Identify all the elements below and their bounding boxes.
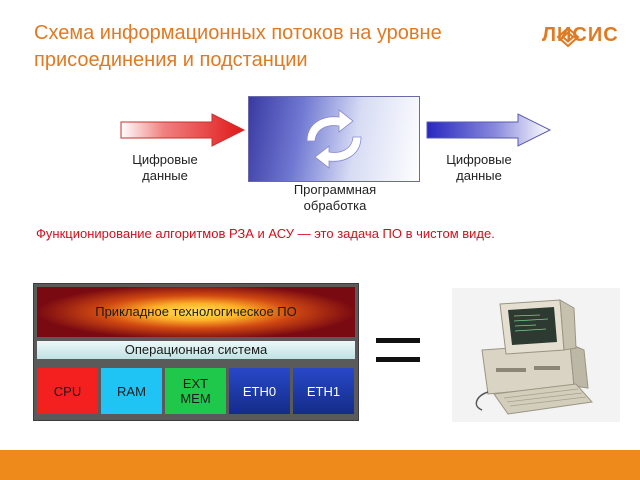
logo-mark-icon	[556, 26, 580, 48]
hardware-block-eth0: ETH0	[229, 368, 290, 414]
personal-computer-icon	[452, 288, 620, 422]
hardware-block-ram: RAM	[101, 368, 162, 414]
input-arrow-icon	[120, 113, 246, 147]
output-data-label: Цифровые данные	[446, 152, 512, 183]
os-layer: Операционная система	[37, 341, 355, 359]
processing-box	[248, 96, 420, 182]
input-data-label: Цифровые данные	[132, 152, 198, 183]
equals-icon	[376, 338, 420, 362]
slide-title: Схема информационных потоков на уровне п…	[34, 20, 494, 74]
refresh-cycle-icon	[306, 109, 362, 169]
hardware-block-ext-mem: EXT MEM	[165, 368, 226, 414]
output-arrow-icon	[426, 113, 552, 147]
processing-label: Программная обработка	[293, 182, 377, 213]
statement-text: Функционирование алгоритмов РЗА и АСУ — …	[36, 226, 495, 241]
system-stack-diagram: Прикладное технологическое ПО Операционн…	[33, 283, 359, 421]
footer-bar	[0, 450, 640, 480]
hardware-block-eth1: ETH1	[293, 368, 354, 414]
slide-title-line-2: присоединения и подстанции	[34, 49, 308, 71]
logo-text: ЛИСИС	[542, 24, 619, 46]
application-layer: Прикладное технологическое ПО	[37, 287, 355, 337]
slide-title-line-1: Схема информационных потоков на уровне	[34, 22, 442, 44]
hardware-block-cpu: CPU	[37, 368, 98, 414]
